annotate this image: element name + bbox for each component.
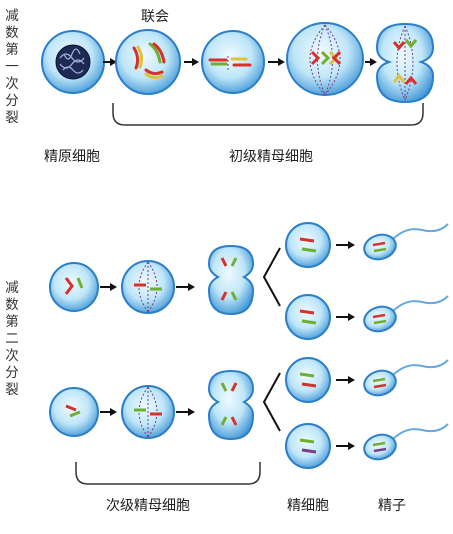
sperm-2 [363, 295, 449, 333]
secondary-spermatocyte-label: 次级精母细胞 [106, 498, 190, 514]
metaphase-ii-cell-top [121, 260, 175, 314]
spermatid-1 [285, 222, 331, 268]
split-arrow-bottom [262, 372, 281, 432]
synapsis-cell [115, 29, 181, 95]
metaphase-ii-cell-bottom [121, 385, 175, 439]
telophase-i-cell [375, 22, 435, 104]
meiosis-i-side-label: 减数第一次分裂 [5, 8, 19, 126]
sperm-4 [363, 423, 449, 461]
arrow-9 [336, 241, 355, 249]
arrow-4 [365, 58, 377, 66]
secondary-cell-bottom [49, 387, 99, 437]
spermatid-label: 精细胞 [287, 498, 329, 514]
meiosis-ii-side-label: 减数第二次分裂 [5, 280, 19, 398]
anaphase-ii-cell-top [207, 244, 255, 316]
sperm-1 [363, 223, 449, 261]
arrow-11 [336, 376, 355, 384]
spermatid-2 [285, 294, 331, 340]
arrow-7 [100, 408, 117, 416]
metaphase-i-cell [201, 30, 265, 94]
anaphase-ii-cell-bottom [207, 369, 255, 441]
arrow-10 [336, 313, 355, 321]
sperm-label: 精子 [378, 498, 406, 514]
primary-bracket [112, 103, 424, 126]
arrow-3 [268, 58, 285, 66]
primary-spermatocyte-label: 初级精母细胞 [229, 149, 313, 165]
spermatogonium-label: 精原细胞 [44, 149, 100, 165]
spermatogonium-cell [41, 30, 105, 94]
arrow-2 [184, 58, 199, 66]
arrow-1 [103, 58, 117, 66]
sperm-3 [363, 359, 449, 397]
secondary-bracket [75, 462, 261, 485]
spermatid-3 [285, 357, 331, 403]
secondary-cell-top [49, 262, 99, 312]
arrow-8 [176, 408, 195, 416]
arrow-12 [336, 442, 355, 450]
arrow-5 [100, 283, 117, 291]
split-arrow-top [262, 247, 281, 307]
synapsis-label: 联会 [141, 9, 169, 25]
arrow-6 [176, 283, 195, 291]
spermatid-4 [285, 423, 331, 469]
anaphase-i-cell [286, 22, 364, 96]
